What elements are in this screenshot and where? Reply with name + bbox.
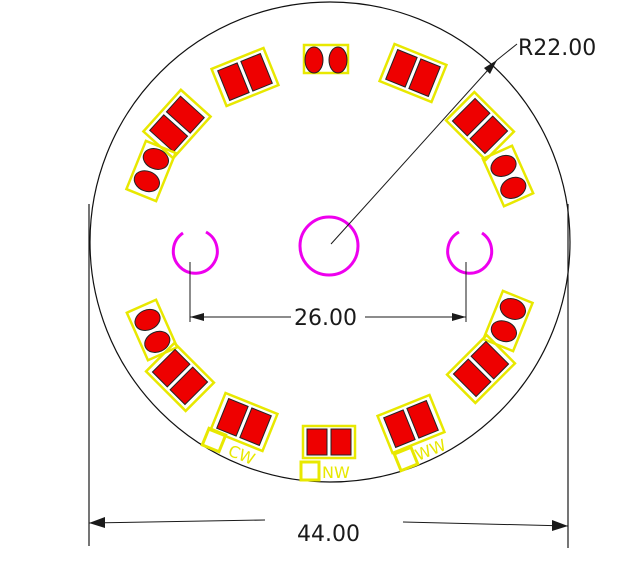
center-hole xyxy=(298,215,360,277)
led-left-lower-round xyxy=(125,298,179,362)
radius-label: R22.00 xyxy=(518,36,596,61)
nw-marker xyxy=(299,460,321,482)
led-lower-right xyxy=(445,333,517,405)
diameter-label: 44.00 xyxy=(297,522,360,547)
led-left-upper-round xyxy=(124,139,178,203)
diameter-dimension: 44.00 xyxy=(88,204,569,548)
ww-marker xyxy=(392,445,420,473)
led-top-left xyxy=(209,46,281,108)
led-bottom-left xyxy=(208,391,280,453)
board-outline xyxy=(89,1,571,483)
right-mount-hole xyxy=(446,230,494,275)
hole-spacing-dimension: 26.00 xyxy=(189,262,467,331)
cw-label: CW xyxy=(226,441,258,469)
nw-label: NW xyxy=(322,463,350,482)
led-lower-left xyxy=(144,341,216,413)
cw-marker xyxy=(200,426,228,454)
hole-spacing-label: 26.00 xyxy=(294,306,357,331)
led-upper-right xyxy=(444,90,516,162)
radius-dimension: R22.00 xyxy=(330,36,596,245)
led-top-right xyxy=(377,42,449,104)
led-bottom-right xyxy=(375,393,447,455)
led-upper-left xyxy=(141,88,213,160)
led-top-center xyxy=(302,43,350,75)
led-right-upper-round xyxy=(481,144,535,208)
led-bottom-center xyxy=(301,424,357,460)
left-mount-hole xyxy=(171,230,219,275)
led-right-lower-round xyxy=(481,289,535,353)
